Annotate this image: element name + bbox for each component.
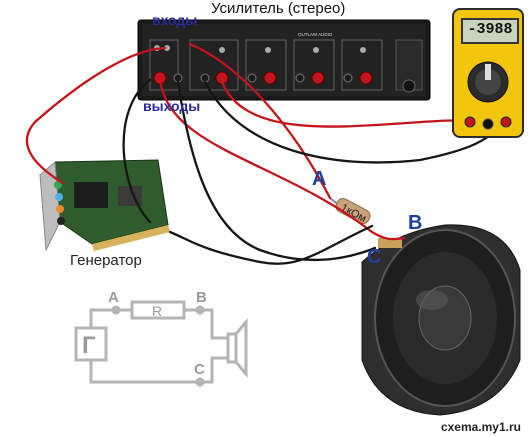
schematic-label-b: B bbox=[196, 289, 207, 306]
point-a-label: A bbox=[312, 168, 327, 190]
multimeter-dial bbox=[464, 61, 512, 130]
amplifier: OUTLAW AUDIO bbox=[137, 19, 431, 101]
black-wire-multimeter bbox=[203, 80, 508, 164]
multimeter-display: -3988 bbox=[461, 18, 519, 44]
schematic-label-r: R bbox=[152, 303, 162, 319]
point-b-label: B bbox=[408, 212, 423, 234]
amplifier-title: Усилитель (стерео) bbox=[211, 0, 346, 17]
point-c-label: C bbox=[367, 246, 382, 268]
black-wire-from-resistor bbox=[168, 224, 374, 265]
watermark: cxema.my1.ru bbox=[438, 420, 523, 434]
black-wire-generator-ground bbox=[122, 78, 152, 224]
inputs-label: входы bbox=[152, 12, 198, 28]
resistor: 1кОм bbox=[329, 197, 371, 225]
red-wire-generator-to-input bbox=[25, 46, 167, 185]
multimeter: -3988 bbox=[452, 8, 524, 138]
generator-label: Генератор bbox=[70, 252, 142, 269]
black-wire-to-point-c bbox=[176, 80, 377, 262]
outputs-label: выходы bbox=[143, 98, 201, 114]
schematic-label-c: C bbox=[194, 361, 205, 378]
speaker bbox=[361, 224, 521, 416]
red-wire-to-point-b bbox=[158, 78, 406, 241]
schematic bbox=[74, 300, 248, 387]
amplifier-brand: OUTLAW AUDIO bbox=[298, 32, 333, 37]
red-wire-amp-to-resistor bbox=[188, 42, 332, 200]
schematic-generator-symbol: Г bbox=[82, 332, 96, 359]
red-wire-multimeter bbox=[220, 80, 472, 128]
sound-card bbox=[39, 159, 170, 252]
schematic-label-a: A bbox=[108, 289, 119, 306]
